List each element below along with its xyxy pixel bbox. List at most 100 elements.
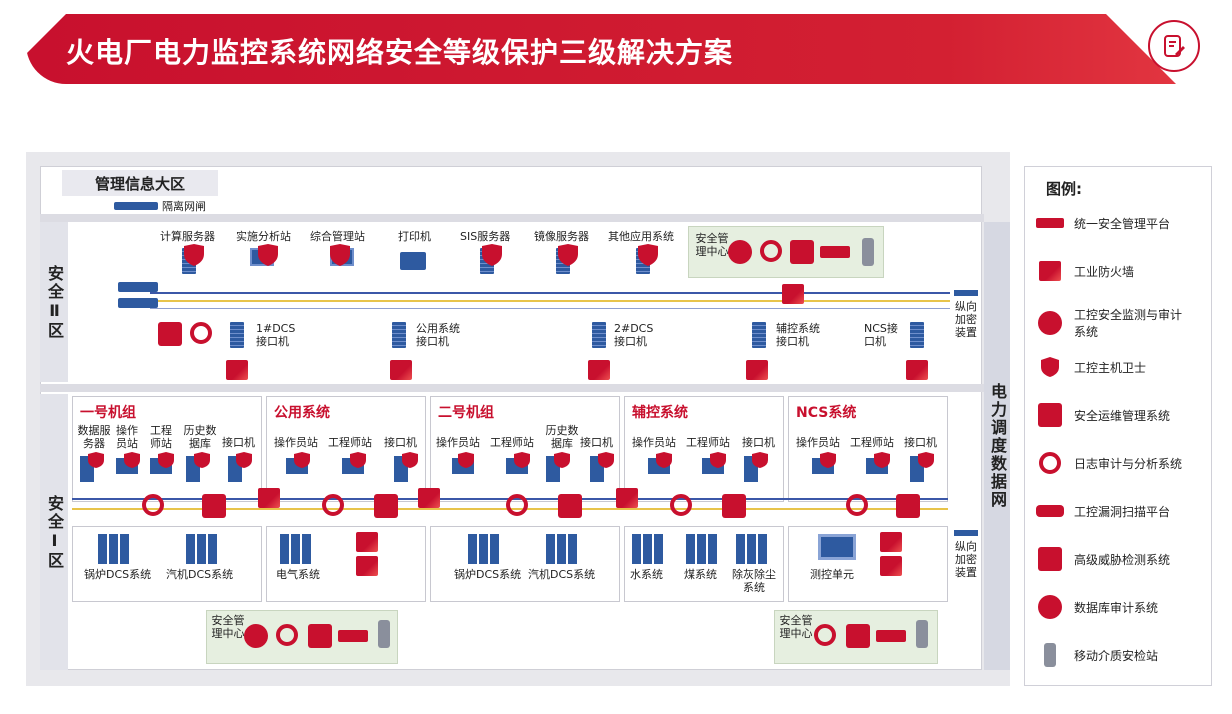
- device-label: 工程师站: [328, 436, 372, 449]
- device-label: 操作员站: [274, 436, 318, 449]
- interface-machine-icon: [752, 322, 766, 348]
- legend-item: 高级威胁检测系统: [1036, 548, 1170, 570]
- ops-mgmt-icon: [308, 624, 332, 648]
- device-label: 操作员站: [796, 436, 840, 449]
- shield-icon: [330, 244, 350, 266]
- interface-machine-icon: [592, 322, 606, 348]
- shield-icon: [558, 244, 578, 266]
- control-unit-icon: [818, 534, 856, 560]
- lower-label: 锅炉DCS系统: [84, 568, 151, 581]
- shield-icon: [184, 244, 204, 266]
- database-audit-icon: [1038, 595, 1062, 619]
- core-switch: [118, 282, 158, 292]
- log-audit-icon: [1039, 452, 1061, 474]
- threat-detection-icon: [722, 494, 746, 518]
- unified-platform-icon: [820, 246, 850, 258]
- document-button[interactable]: [1148, 20, 1200, 72]
- interface-machine-icon: [392, 322, 406, 348]
- shield-icon: [638, 244, 658, 266]
- device-label: 数据服务器: [76, 424, 112, 450]
- ops-mgmt-icon: [846, 624, 870, 648]
- zone2-bus-blue: [150, 292, 950, 294]
- device-label: 接口机: [580, 436, 613, 449]
- legend-label: 工业防火墙: [1074, 263, 1134, 280]
- ops-mgmt-icon: [1038, 403, 1062, 427]
- legend-label: 移动介质安检站: [1074, 647, 1158, 664]
- legend-item: 日志审计与分析系统: [1036, 452, 1182, 474]
- vertical-encrypt-device-top: [954, 290, 978, 296]
- legend-label: 安全运维管理系统: [1074, 407, 1170, 424]
- database-audit-icon: [244, 624, 268, 648]
- dcs-rack-icon: [186, 534, 218, 564]
- legend-item: 工控安全监测与审计系统: [1036, 306, 1184, 340]
- dcs-rack-icon: [632, 534, 664, 564]
- monitor-audit-icon: [190, 322, 212, 344]
- lower-label: 测控单元: [810, 568, 854, 581]
- unified-platform-icon: [876, 630, 906, 642]
- vertical-encrypt-device-bottom: [954, 530, 978, 536]
- media-station-icon: [1044, 643, 1056, 667]
- legend-item: 移动介质安检站: [1036, 644, 1158, 666]
- threat-detection-icon: [374, 494, 398, 518]
- mgmt-separator: [40, 214, 984, 222]
- firewall-icon: [1039, 261, 1061, 281]
- device-label: 接口机: [742, 436, 775, 449]
- monitor-audit-icon: [142, 494, 164, 516]
- legend-item: 工控主机卫士: [1036, 356, 1146, 378]
- monitor-audit-icon: [670, 494, 692, 516]
- device-label: 工程师站: [148, 424, 174, 450]
- firewall-icon: [356, 532, 378, 552]
- interface-label: NCS接口机: [864, 322, 904, 348]
- log-audit-icon: [276, 624, 298, 646]
- legend-label: 数据库审计系统: [1074, 599, 1158, 616]
- device-label: 接口机: [904, 436, 937, 449]
- media-station-icon: [916, 620, 928, 648]
- legend-label: 工控漏洞扫描平台: [1074, 503, 1170, 520]
- zone2-bus-blue-lower: [150, 308, 950, 309]
- device-label: 操作员站: [436, 436, 480, 449]
- device-label: 历史数据库: [542, 424, 582, 450]
- threat-detection-icon: [896, 494, 920, 518]
- firewall-icon: [746, 360, 768, 380]
- vertical-encrypt-label-bottom: 纵向加密装置: [952, 540, 980, 579]
- lower-label: 锅炉DCS系统: [454, 568, 521, 581]
- device-label: 工程师站: [490, 436, 534, 449]
- shield-icon: [482, 244, 502, 266]
- firewall-icon: [226, 360, 248, 380]
- subsystem-title: 辅控系统: [632, 402, 688, 422]
- log-audit-icon: [814, 624, 836, 646]
- mgmt-zone-label: 管理信息大区: [62, 170, 218, 196]
- page-title: 火电厂电力监控系统网络安全等级保护三级解决方案: [66, 31, 733, 71]
- zone1-device-icons: [72, 452, 952, 486]
- legend-label: 工控安全监测与审计系统: [1074, 306, 1184, 340]
- lower-label: 电气系统: [276, 568, 320, 581]
- unified-platform-icon: [1036, 218, 1064, 228]
- core-switch-2: [118, 298, 158, 308]
- dcs-rack-icon: [280, 534, 312, 564]
- device-label: 操作员站: [632, 436, 676, 449]
- device-label: 工程师站: [686, 436, 730, 449]
- legend-item: 数据库审计系统: [1036, 596, 1158, 618]
- monitor-audit-icon: [846, 494, 868, 516]
- firewall-icon: [782, 284, 804, 304]
- dcs-rack-icon: [686, 534, 718, 564]
- threat-detection-icon: [558, 494, 582, 518]
- lower-box-unit2: [430, 526, 620, 602]
- legend-item: 安全运维管理系统: [1036, 404, 1170, 426]
- lower-box-ncs: [788, 526, 948, 602]
- dcs-rack-icon: [546, 534, 578, 564]
- vuln-scan-icon: [1036, 505, 1064, 517]
- smc-bottom-left-label: 安全管理中心: [210, 614, 246, 640]
- threat-detection-icon: [1038, 547, 1062, 571]
- dcs-rack-icon: [98, 534, 130, 564]
- legend-item: 工控漏洞扫描平台: [1036, 500, 1170, 522]
- lower-label: 汽机DCS系统: [166, 568, 233, 581]
- device-label: 工程师站: [850, 436, 894, 449]
- legend-item: 工业防火墙: [1036, 260, 1134, 282]
- subsystem-title: 二号机组: [438, 402, 494, 422]
- firewall-icon: [906, 360, 928, 380]
- device-label: 历史数据库: [180, 424, 220, 450]
- log-audit-icon: [760, 240, 782, 262]
- legend-item: 统一安全管理平台: [1036, 212, 1170, 234]
- media-station-icon: [862, 238, 874, 266]
